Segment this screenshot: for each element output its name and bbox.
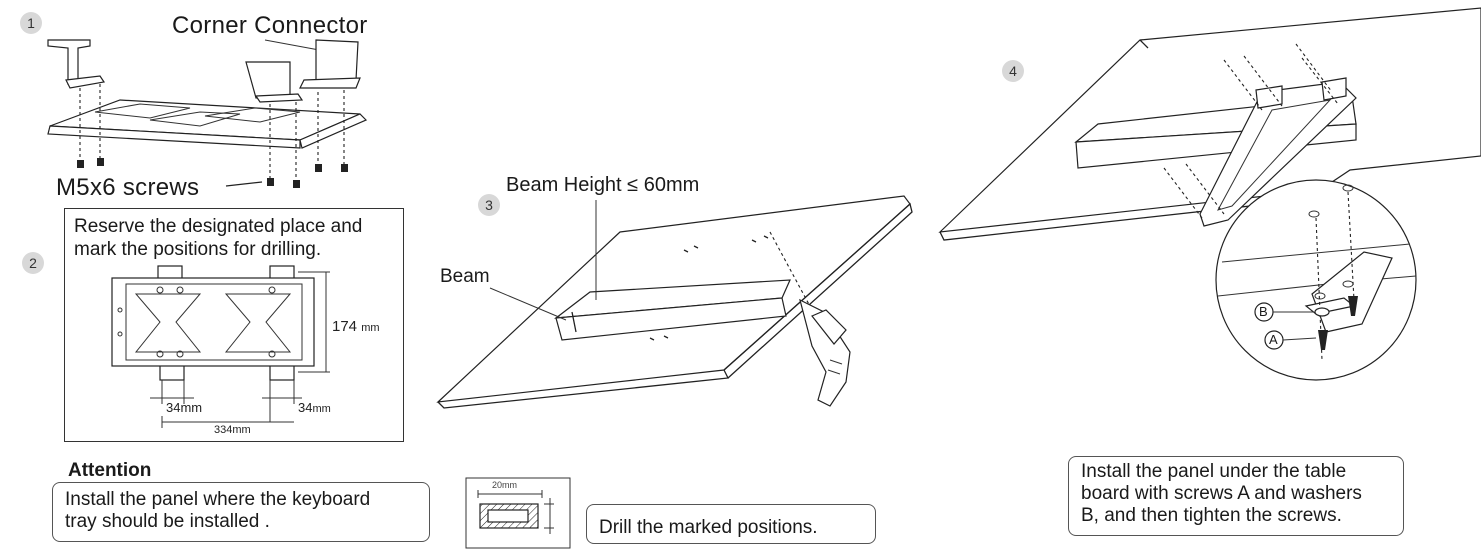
step4-note-box: Install the panel under the table board … bbox=[1068, 456, 1404, 536]
step4-note-line3: B, and then tighten the screws. bbox=[1081, 505, 1342, 526]
attention-line2: tray should be installed . bbox=[65, 511, 270, 532]
dim-left-offset: 34mm bbox=[166, 400, 203, 415]
step1-keyboard-panel-illustration bbox=[47, 39, 368, 188]
drill-note-text: Drill the marked positions. bbox=[599, 517, 818, 538]
inset-dim-label: 20mm bbox=[492, 480, 518, 490]
step4-installation-illustration bbox=[938, 7, 1481, 381]
beam-label: Beam bbox=[440, 266, 490, 287]
beam-section-inset bbox=[465, 477, 571, 549]
panel-dimension-drawing bbox=[111, 265, 330, 428]
dim-width: 334mm bbox=[214, 424, 251, 436]
dim-height-value: 174 bbox=[332, 318, 358, 335]
screws-label: M5x6 screws bbox=[56, 174, 200, 201]
dim-right-offset-unit: mm bbox=[312, 403, 331, 415]
step2-instruction-line1: Reserve the designated place and bbox=[74, 216, 363, 237]
dim-height-unit: mm bbox=[361, 322, 380, 334]
step-4-number: 4 bbox=[1002, 60, 1024, 82]
step4-note-line2: board with screws A and washers bbox=[1081, 483, 1362, 504]
step-2-number: 2 bbox=[22, 252, 44, 274]
step4-note-line1: Install the panel under the table bbox=[1081, 461, 1347, 482]
beam-height-label: Beam Height ≤ 60mm bbox=[506, 174, 700, 196]
dim-right-offset: 34mm bbox=[298, 400, 331, 415]
attention-heading: Attention bbox=[68, 460, 152, 481]
dim-right-offset-value: 34 bbox=[298, 400, 313, 415]
attention-line1: Install the panel where the keyboard bbox=[65, 489, 371, 510]
step2-instruction-line2: mark the positions for drilling. bbox=[74, 239, 322, 260]
step2-frame bbox=[64, 208, 404, 442]
dim-height-label: 174 mm bbox=[332, 318, 380, 335]
corner-connector-label: Corner Connector bbox=[172, 12, 368, 39]
label-b: B bbox=[1259, 304, 1268, 319]
step-1-number: 1 bbox=[20, 12, 42, 34]
label-a: A bbox=[1269, 332, 1278, 347]
step3-drilling-illustration bbox=[436, 195, 913, 409]
step-3-number: 3 bbox=[478, 194, 500, 216]
